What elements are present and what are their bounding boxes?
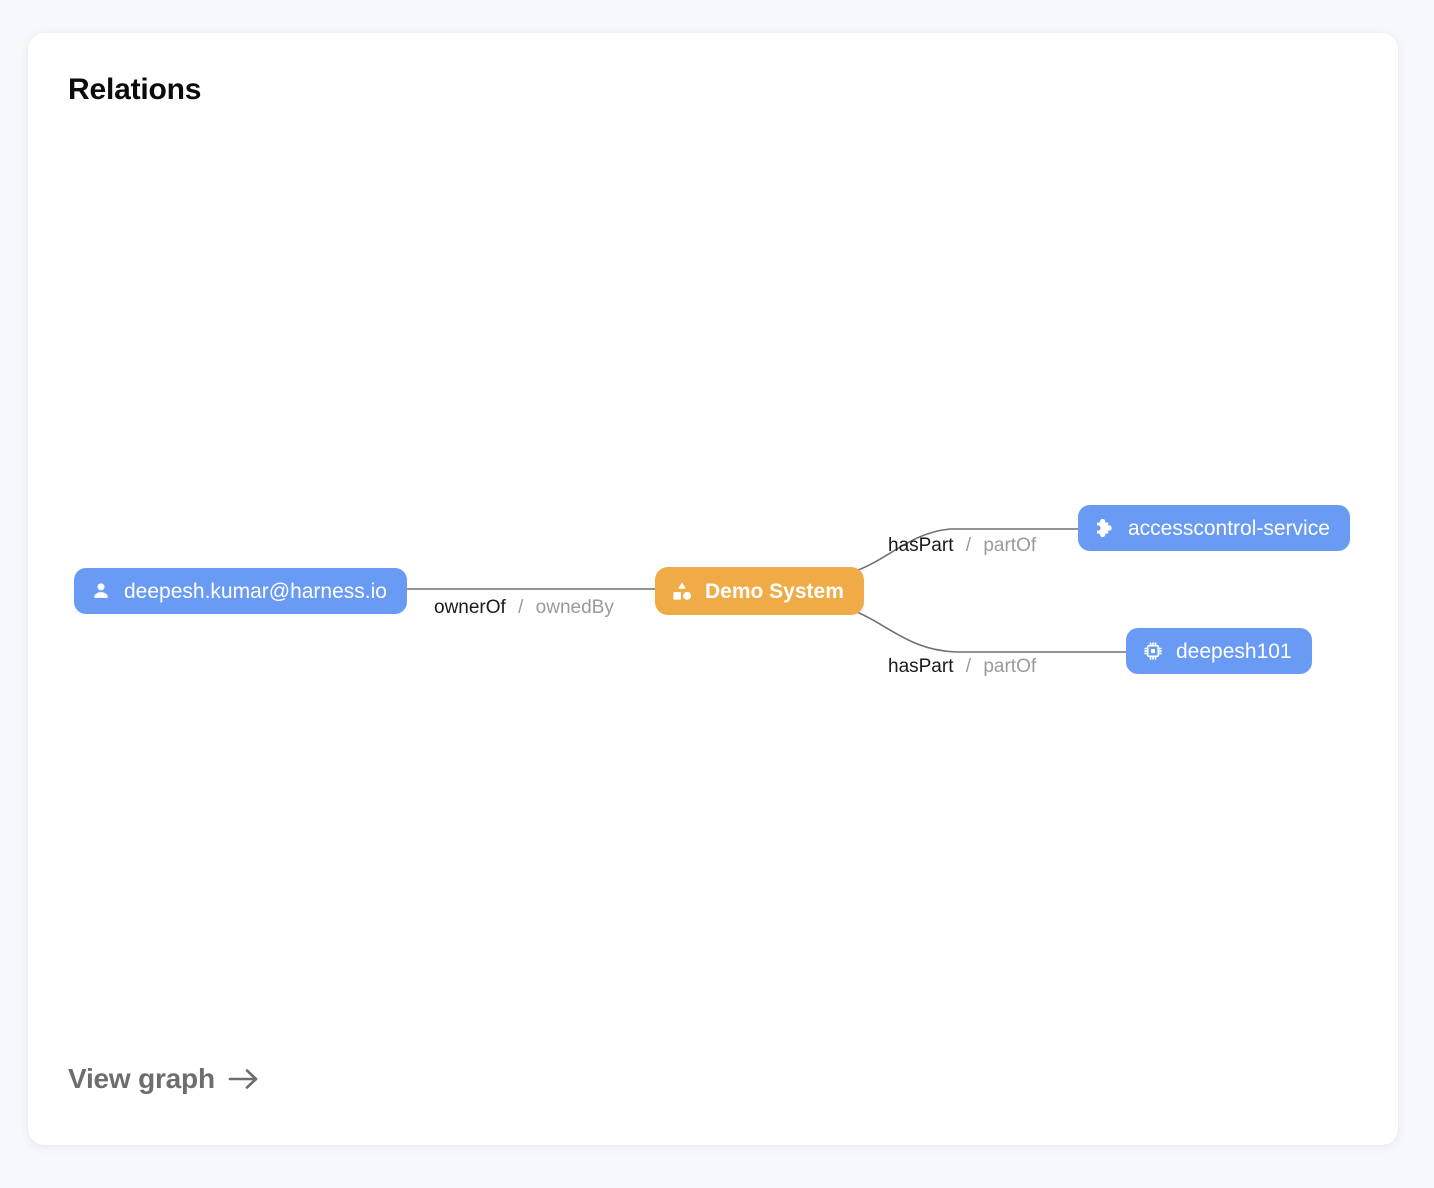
chip-icon xyxy=(1142,640,1164,662)
graph-node-label: deepesh.kumar@harness.io xyxy=(124,579,387,603)
arrow-right-icon xyxy=(227,1065,261,1093)
edge-label-owner: ownerOf / ownedBy xyxy=(434,598,614,617)
page-title: Relations xyxy=(68,73,202,106)
graph-node-label: deepesh101 xyxy=(1176,639,1292,663)
view-graph-label: View graph xyxy=(68,1063,215,1094)
relations-graph[interactable]: deepesh.kumar@harness.io Demo System acc… xyxy=(28,33,1398,1145)
view-graph-link[interactable]: View graph xyxy=(68,1063,261,1095)
edge-label-forward: ownerOf xyxy=(434,597,506,618)
edge-label-forward: hasPart xyxy=(888,656,954,677)
edge-label-separator: / xyxy=(965,535,972,556)
graph-node-system[interactable]: Demo System xyxy=(655,567,864,615)
edge-label-reverse: partOf xyxy=(983,656,1037,677)
edge-label-forward: hasPart xyxy=(888,535,954,556)
graph-node-component[interactable]: accesscontrol-service xyxy=(1078,505,1350,551)
shapes-icon xyxy=(671,580,693,602)
relations-card: Relations deepesh.kumar@harness.io xyxy=(28,33,1398,1145)
edge-label-haspart-resource: hasPart / partOf xyxy=(888,657,1036,676)
edge-label-reverse: ownedBy xyxy=(535,597,614,618)
person-icon xyxy=(90,580,112,602)
graph-node-label: accesscontrol-service xyxy=(1128,516,1330,540)
graph-node-resource[interactable]: deepesh101 xyxy=(1126,628,1312,674)
edge-label-haspart-component: hasPart / partOf xyxy=(888,536,1036,555)
edge-system-to-resource xyxy=(849,608,1126,653)
graph-node-user[interactable]: deepesh.kumar@harness.io xyxy=(74,568,407,614)
graph-node-label: Demo System xyxy=(705,579,844,603)
edge-label-separator: / xyxy=(965,656,972,677)
puzzle-piece-icon xyxy=(1094,517,1116,539)
edge-label-separator: / xyxy=(518,597,524,618)
edge-label-reverse: partOf xyxy=(983,535,1037,556)
